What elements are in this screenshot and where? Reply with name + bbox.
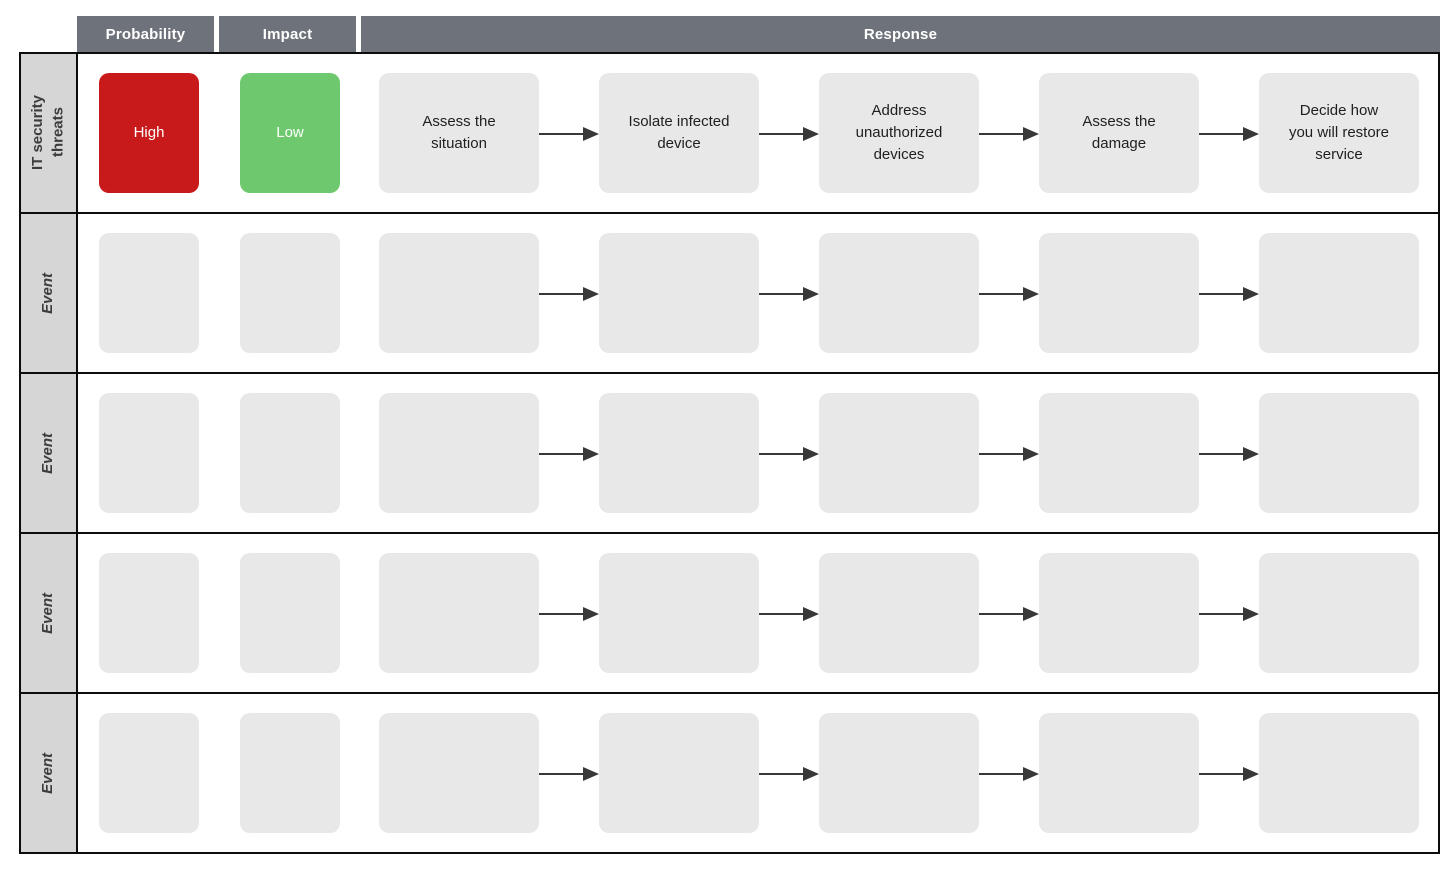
arrow-connector: [539, 446, 599, 462]
probability-box[interactable]: [99, 393, 199, 513]
response-box[interactable]: [379, 393, 539, 513]
response-box[interactable]: [1039, 553, 1199, 673]
impact-box[interactable]: [240, 553, 340, 673]
table-row: Event: [21, 534, 1438, 694]
arrow-connector: [539, 126, 599, 142]
row-label-cell: Event: [21, 694, 78, 852]
response-box[interactable]: [1259, 713, 1419, 833]
header-impact: Impact: [219, 16, 356, 52]
row-label-cell: Event: [21, 534, 78, 692]
response-box[interactable]: [819, 393, 979, 513]
arrow-connector: [1199, 446, 1259, 462]
arrow-connector: [979, 606, 1039, 622]
response-box[interactable]: [1259, 233, 1419, 353]
response-box[interactable]: [599, 713, 759, 833]
response-box[interactable]: [1039, 713, 1199, 833]
header-probability: Probability: [77, 16, 214, 52]
response-box[interactable]: [599, 553, 759, 673]
response-box[interactable]: [1259, 553, 1419, 673]
response-box[interactable]: [1039, 393, 1199, 513]
probability-box[interactable]: High: [99, 73, 199, 193]
arrow-connector: [1199, 126, 1259, 142]
response-box[interactable]: [819, 713, 979, 833]
row-label-cell: Event: [21, 374, 78, 532]
header-response: Response: [361, 16, 1440, 52]
row-label: Event: [39, 752, 57, 794]
probability-box[interactable]: [99, 553, 199, 673]
table-row: Event: [21, 214, 1438, 374]
response-box[interactable]: Assess the damage: [1039, 73, 1199, 193]
response-box[interactable]: [819, 233, 979, 353]
table-row: Event: [21, 694, 1438, 852]
row-label: Event: [39, 592, 57, 634]
response-box[interactable]: [1039, 233, 1199, 353]
arrow-connector: [539, 286, 599, 302]
arrow-connector: [759, 446, 819, 462]
arrow-connector: [979, 286, 1039, 302]
row-label: IT security threats: [29, 95, 67, 171]
arrow-connector: [759, 126, 819, 142]
table-row: IT security threats High Low Assess the …: [21, 54, 1438, 214]
arrow-connector: [759, 286, 819, 302]
arrow-connector: [979, 446, 1039, 462]
probability-box[interactable]: [99, 713, 199, 833]
impact-box[interactable]: [240, 713, 340, 833]
row-label: Event: [39, 272, 57, 314]
probability-box[interactable]: [99, 233, 199, 353]
threat-response-matrix: IT security threats High Low Assess the …: [19, 52, 1440, 854]
response-box[interactable]: [819, 553, 979, 673]
arrow-connector: [1199, 606, 1259, 622]
arrow-connector: [759, 606, 819, 622]
impact-box[interactable]: [240, 393, 340, 513]
arrow-connector: [979, 766, 1039, 782]
response-box[interactable]: [379, 553, 539, 673]
response-box[interactable]: [599, 233, 759, 353]
row-label-cell: IT security threats: [21, 54, 78, 212]
response-box[interactable]: Isolate infected device: [599, 73, 759, 193]
table-row: Event: [21, 374, 1438, 534]
response-box[interactable]: Assess the situation: [379, 73, 539, 193]
impact-box[interactable]: [240, 233, 340, 353]
row-label: Event: [39, 432, 57, 474]
response-box[interactable]: [599, 393, 759, 513]
response-box[interactable]: Decide how you will restore service: [1259, 73, 1419, 193]
arrow-connector: [759, 766, 819, 782]
response-box[interactable]: [1259, 393, 1419, 513]
arrow-connector: [539, 606, 599, 622]
response-box[interactable]: [379, 713, 539, 833]
arrow-connector: [1199, 286, 1259, 302]
arrow-connector: [1199, 766, 1259, 782]
response-box[interactable]: [379, 233, 539, 353]
arrow-connector: [979, 126, 1039, 142]
arrow-connector: [539, 766, 599, 782]
impact-box[interactable]: Low: [240, 73, 340, 193]
row-label-cell: Event: [21, 214, 78, 372]
response-box[interactable]: Address unauthorized devices: [819, 73, 979, 193]
